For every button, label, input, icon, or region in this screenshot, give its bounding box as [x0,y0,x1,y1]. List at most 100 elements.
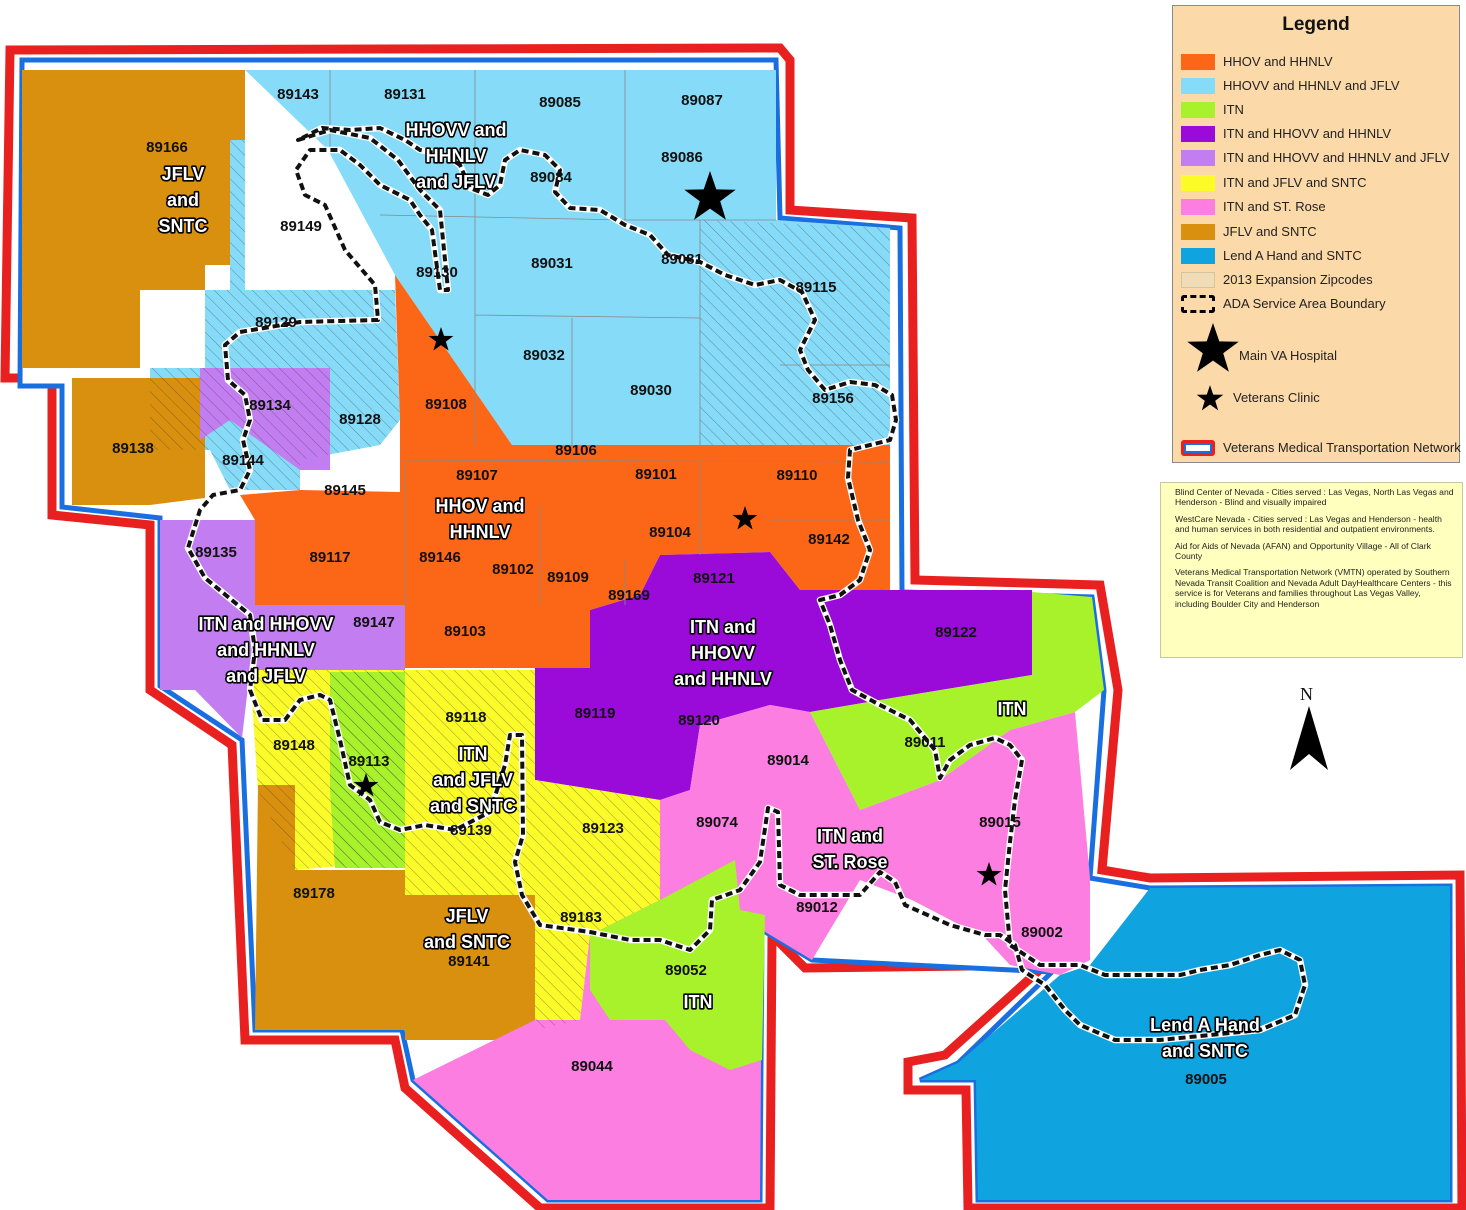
zone-purple [535,552,1032,800]
zip-label: 89103 [444,623,486,640]
zip-label: 89143 [277,86,319,103]
region-label: and HHNLV [217,640,315,660]
zip-label: 89109 [547,569,589,586]
zip-label: 89123 [582,820,624,837]
zip-label: 89119 [575,705,616,722]
region-label: and JFLV [433,770,513,790]
zip-label: 89052 [665,962,707,979]
zip-label: 89138 [112,440,154,457]
ada-service-area-boundary-dash [186,126,1307,1042]
zip-label: 89146 [419,549,461,566]
zip-label: 89031 [531,255,573,272]
legend-label: ADA Service Area Boundary [1223,296,1386,311]
zone-lavender [160,368,405,738]
legend-label: Veterans Clinic [1233,390,1320,405]
zip-label: 89118 [446,709,487,726]
main-va-hospital-icon [684,171,736,220]
zip-label: 89015 [979,814,1021,831]
zip-label: 89139 [450,822,492,839]
region-label: ITN [998,699,1027,719]
zip-label: 89107 [456,467,498,484]
region-label: and HHNLV [674,669,772,689]
zip-label: 89030 [630,382,672,399]
note: Aid for Aids of Nevada (AFAN) and Opport… [1175,540,1431,562]
zone-blue [920,886,1450,1200]
region-label: ITN and [690,617,756,637]
zip-label: 89129 [255,314,297,331]
zip-label: 89113 [349,753,390,770]
zip-label: 89148 [273,737,315,754]
swatch [1181,175,1215,191]
zip-label: 89012 [796,899,838,916]
note: Blind Center of Nevada - Cities served :… [1175,487,1454,508]
zip-label: 89085 [539,94,581,111]
legend-label: Veterans Medical Transportation Network [1223,440,1461,455]
legend-label: JFLV and SNTC [1223,224,1317,239]
region-label: JFLV [446,906,489,926]
swatch [1181,54,1215,70]
zip-label: 89044 [571,1058,613,1075]
zone-green-east [810,592,1104,810]
legend-label: ITN [1223,102,1244,117]
swatch [1181,78,1215,94]
region-label: HHOVV [691,643,755,663]
region-label: HHNLV [426,146,487,166]
zip-label: 89106 [555,442,597,459]
region-label: ITN and [817,826,883,846]
zone-tan-north [22,70,245,368]
zone-tan-south [255,785,535,1040]
zip-label: 89141 [448,953,490,970]
zip-label: 89144 [222,452,264,469]
zip-label: 89011 [905,734,946,751]
region-label: and SNTC [1162,1041,1248,1061]
zip-label: 89121 [693,570,735,587]
zip-label: 89101 [635,466,677,483]
zip-label: 89147 [353,614,395,631]
region-label: ST. Rose [812,852,887,872]
zip-label: 89120 [678,712,720,729]
zip-label: 89183 [560,909,602,926]
zip-label: 89122 [935,624,977,641]
region-label: and JFLV [416,172,496,192]
zip-label: 89002 [1021,924,1063,941]
legend-label: HHOV and HHNLV [1223,54,1333,69]
zip-label: 89149 [280,218,322,235]
swatch [1181,440,1215,456]
swatch [1181,199,1215,215]
zip-label: 89169 [608,587,650,604]
zip-label: 89014 [767,752,809,769]
zone-orange [240,275,890,668]
zip-label: 89142 [808,531,850,548]
swatch [1181,248,1215,264]
zip-label: 89104 [649,524,691,541]
zip-label: 89166 [146,139,188,156]
region-label: ITN and HHOVV [198,614,333,634]
service-notes-panel: Blind Center of Nevada - Cities served :… [1160,482,1463,658]
legend-label: ITN and HHOVV and HHNLV [1223,126,1392,141]
swatch [1181,272,1215,288]
large-star-icon [1187,323,1239,372]
zip-label: 89128 [339,411,381,428]
zip-label: 89156 [812,390,854,407]
region-label: SNTC [159,216,208,236]
zip-boundaries [329,70,891,605]
zip-label: 89145 [324,482,366,499]
zip-label: 89131 [384,86,426,103]
small-star-icon [1196,385,1224,411]
zip-label: 89087 [681,92,723,109]
legend-label: Lend A Hand and SNTC [1223,248,1362,263]
zip-label: 89074 [696,814,738,831]
legend-label: ITN and JFLV and SNTC [1223,175,1367,190]
zip-label: 89178 [293,885,335,902]
region-label: Lend A Hand [1150,1015,1260,1035]
zip-label: 89084 [530,169,572,186]
swatch [1181,102,1215,118]
region-label: HHOV and [435,496,524,516]
region-label: and SNTC [430,796,516,816]
note: Veterans Medical Transportation Network … [1175,567,1452,609]
north-arrow-icon [1290,706,1328,770]
legend-label: 2013 Expansion Zipcodes [1223,272,1373,287]
zip-label: 89110 [777,467,818,484]
